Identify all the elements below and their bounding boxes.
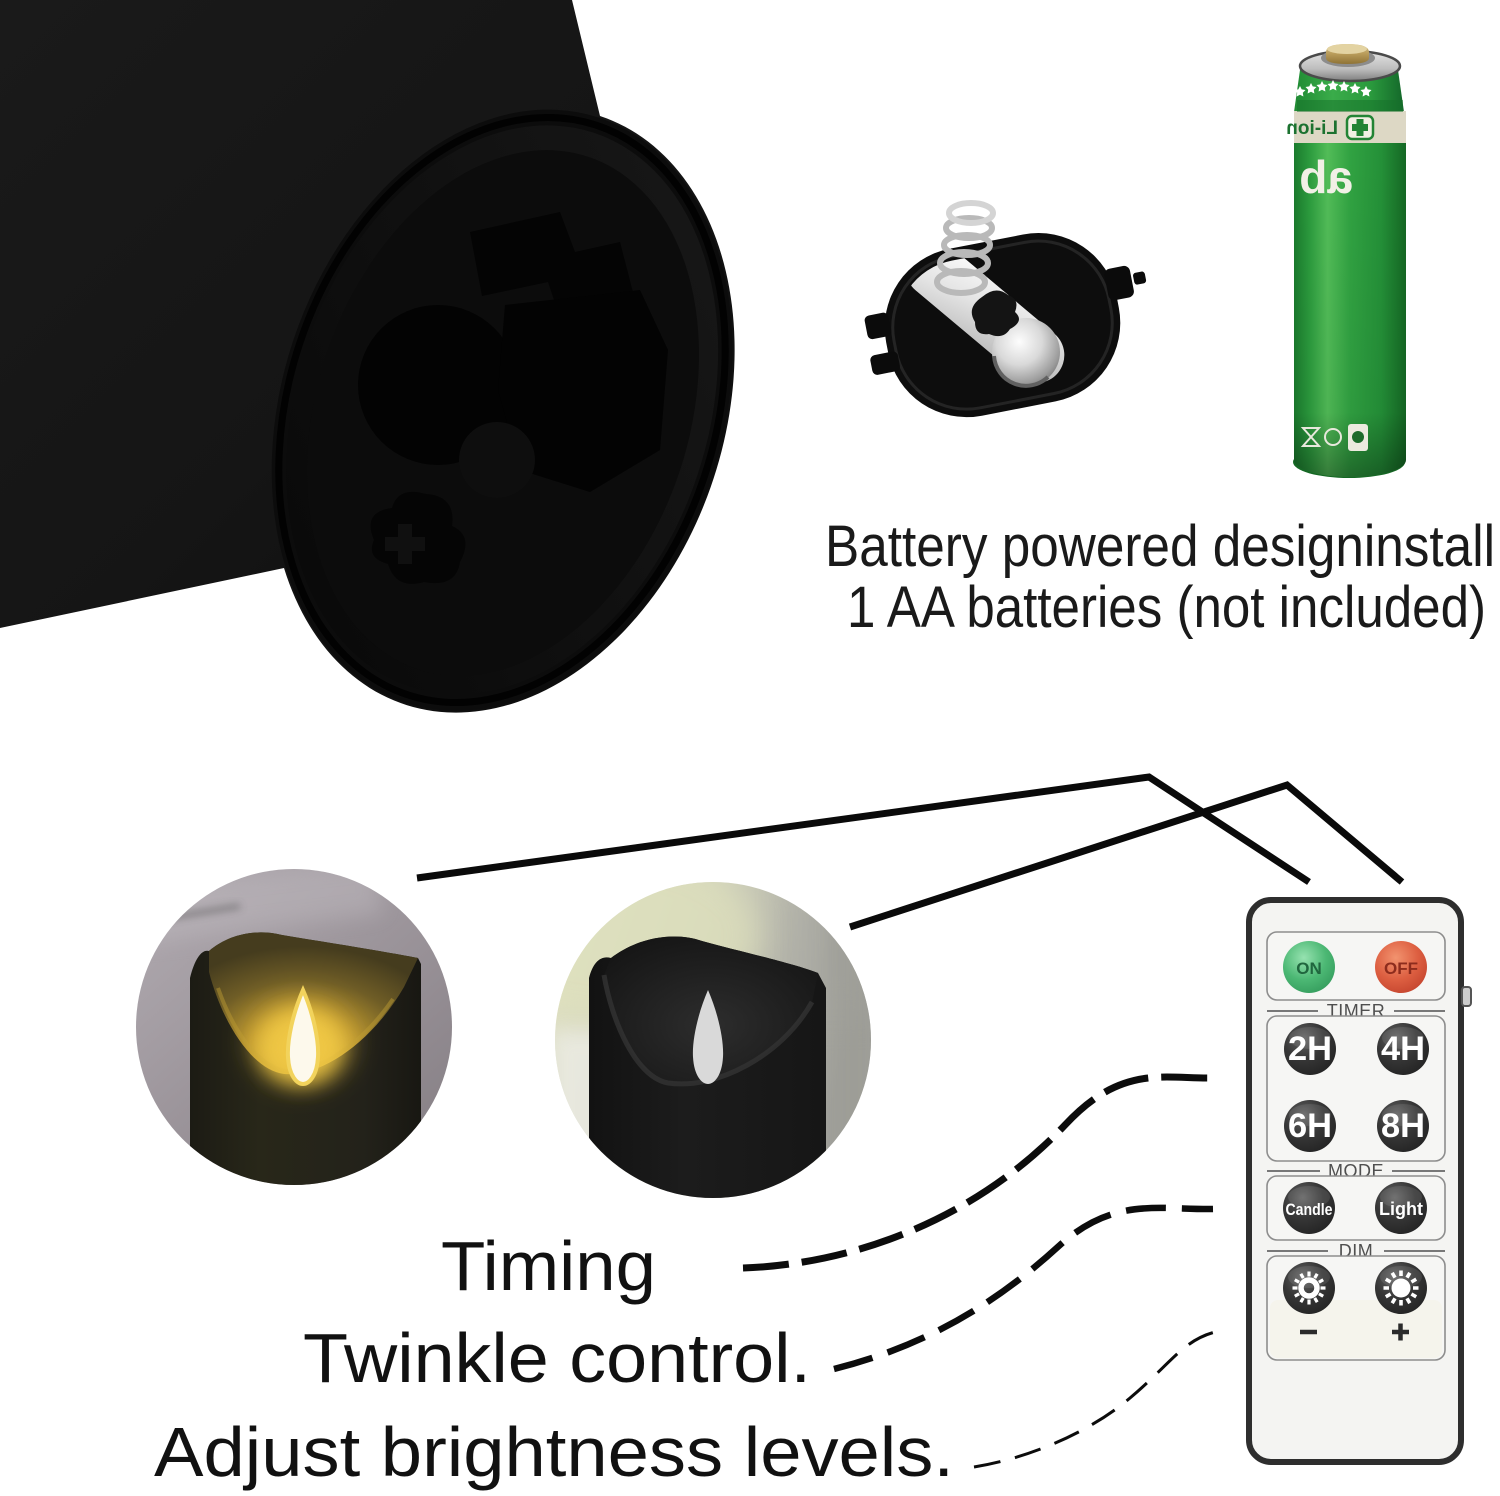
svg-text:8H: 8H [1381, 1107, 1425, 1145]
svg-text:ab: ab [1299, 151, 1353, 203]
svg-text:6H: 6H [1288, 1107, 1332, 1145]
svg-text:1 AA batteries (not included): 1 AA batteries (not included) [847, 575, 1486, 640]
svg-text:Candle: Candle [1286, 1200, 1333, 1219]
svg-text:2H: 2H [1288, 1030, 1332, 1068]
svg-text:Battery powered designinstall: Battery powered designinstall [825, 514, 1495, 579]
svg-text:Adjust brightness levels.: Adjust brightness levels. [154, 1413, 954, 1491]
svg-text:Twinkle control.: Twinkle control. [303, 1319, 811, 1397]
svg-text:Timing: Timing [441, 1227, 656, 1305]
svg-text:4H: 4H [1381, 1030, 1425, 1068]
svg-text:Li-ion: Li-ion [1286, 118, 1338, 139]
svg-text:Light: Light [1379, 1199, 1423, 1219]
svg-text:OFF: OFF [1384, 959, 1418, 978]
svg-text:ON: ON [1296, 959, 1322, 978]
